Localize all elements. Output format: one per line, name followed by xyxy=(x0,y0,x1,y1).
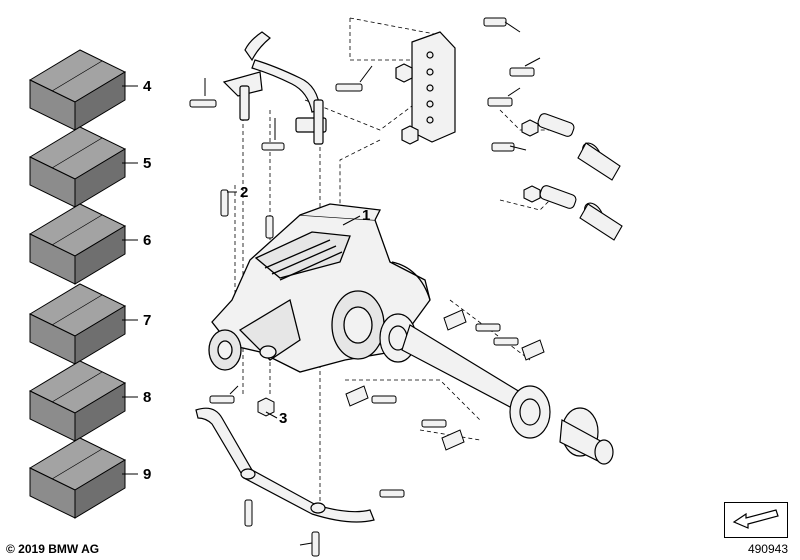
lower-crossbar[interactable] xyxy=(195,407,375,523)
callout-label-1: 1 xyxy=(362,207,370,224)
diagram-number: 490943 xyxy=(747,542,788,556)
kit-box-4[interactable] xyxy=(28,49,138,131)
kit-box-6[interactable] xyxy=(28,203,138,285)
rubber-mounts[interactable] xyxy=(521,112,623,241)
kit-box-8[interactable] xyxy=(28,360,138,442)
kit-box-7[interactable] xyxy=(28,283,138,365)
lower-bolts xyxy=(209,385,405,557)
studs xyxy=(220,189,274,239)
callout-leader-3 xyxy=(265,411,278,419)
kit-label-8: 8 xyxy=(143,389,151,406)
callout-label-3: 3 xyxy=(279,410,287,427)
plate-bolts xyxy=(483,17,541,152)
navigation-arrow-icon[interactable] xyxy=(724,502,788,538)
kit-label-7: 7 xyxy=(143,312,151,329)
callout-leader-1 xyxy=(342,215,361,226)
callout-label-2: 2 xyxy=(240,184,248,201)
kit-label-9: 9 xyxy=(143,466,151,483)
kit-box-9[interactable] xyxy=(28,437,138,519)
upper-bracket-assembly[interactable] xyxy=(222,31,327,145)
mounting-plate[interactable] xyxy=(395,31,456,145)
upper-bolts xyxy=(189,65,373,151)
shaft-clamps xyxy=(345,309,545,451)
copyright-text: © 2019 BMW AG xyxy=(6,542,100,556)
kit-label-6: 6 xyxy=(143,232,151,249)
kit-box-5[interactable] xyxy=(28,126,138,208)
kit-label-5: 5 xyxy=(143,155,151,172)
rear-axle-differential[interactable] xyxy=(208,203,431,373)
drive-shaft[interactable] xyxy=(379,313,614,465)
kit-label-4: 4 xyxy=(143,78,152,95)
